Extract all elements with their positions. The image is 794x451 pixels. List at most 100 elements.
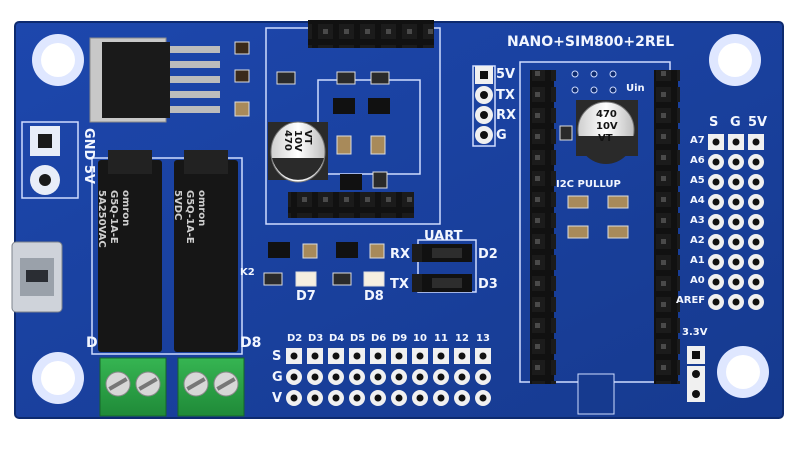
digital-pad-10-g bbox=[412, 369, 428, 385]
analog-pad-a1-s bbox=[708, 254, 724, 270]
analog-pad-a4-5v bbox=[748, 194, 764, 210]
analog-pad-a0-g bbox=[728, 274, 744, 290]
cap-small-voltage: 10V bbox=[596, 121, 618, 132]
relay-label-left: D bbox=[86, 335, 98, 351]
nano-header-right bbox=[654, 70, 680, 384]
digital-pin-10: 10 bbox=[413, 333, 427, 344]
power-label: GND 5V bbox=[81, 128, 96, 184]
analog-row-a3: A3 bbox=[690, 215, 705, 226]
analog-pad-a3-5v bbox=[748, 214, 764, 230]
serial-label-tx: TX bbox=[496, 88, 515, 103]
capacitor-large bbox=[268, 121, 328, 183]
digital-pad-d2-s bbox=[286, 348, 302, 364]
digital-pad-13-v bbox=[475, 390, 491, 406]
analog-pad-a6-s bbox=[708, 154, 724, 170]
digital-row-g: G bbox=[272, 370, 283, 385]
digital-pad-d9-s bbox=[391, 348, 407, 364]
analog-col-s: S bbox=[709, 115, 719, 130]
relay-left-model: G5Q-1A-E bbox=[108, 190, 119, 244]
analog-pad-aref-5v bbox=[748, 294, 764, 310]
digital-pad-d5-s bbox=[349, 348, 365, 364]
analog-pad-aref-g bbox=[728, 294, 744, 310]
nano-header-left bbox=[530, 70, 556, 384]
board-title: NANO+SIM800+2REL bbox=[507, 34, 675, 50]
analog-pad-a5-g bbox=[728, 174, 744, 190]
cap-large-value: 470 bbox=[282, 130, 293, 151]
digital-pin-11: 11 bbox=[434, 333, 448, 344]
analog-pad-a0-s bbox=[708, 274, 724, 290]
uart-title: UART bbox=[424, 229, 463, 244]
digital-row-s: S bbox=[272, 349, 282, 364]
sim-header-bottom bbox=[288, 192, 414, 218]
analog-pad-a2-g bbox=[728, 234, 744, 250]
digital-pad-d4-s bbox=[328, 348, 344, 364]
digital-pad-12-s bbox=[454, 348, 470, 364]
capacitor-small bbox=[576, 100, 638, 164]
relay-right-brand: omron bbox=[196, 190, 207, 227]
digital-pad-d3-v bbox=[307, 390, 323, 406]
analog-pad-a2-5v bbox=[748, 234, 764, 250]
digital-pad-13-g bbox=[475, 369, 491, 385]
analog-pin-grid bbox=[708, 134, 764, 310]
analog-pad-a1-g bbox=[728, 254, 744, 270]
analog-pad-a3-s bbox=[708, 214, 724, 230]
analog-pad-a6-g bbox=[728, 154, 744, 170]
serial-pins bbox=[475, 66, 493, 144]
digital-pad-11-g bbox=[433, 369, 449, 385]
analog-pad-a3-g bbox=[728, 214, 744, 230]
relay-left bbox=[98, 150, 162, 352]
analog-col-5v: 5V bbox=[748, 115, 768, 130]
digital-pad-12-g bbox=[454, 369, 470, 385]
relay-label-right: D8 bbox=[240, 335, 262, 351]
digital-row-v: V bbox=[272, 391, 283, 406]
analog-pad-a5-5v bbox=[748, 174, 764, 190]
digital-pin-13: 13 bbox=[476, 333, 490, 344]
digital-pad-d5-g bbox=[349, 369, 365, 385]
analog-pad-a6-5v bbox=[748, 154, 764, 170]
uin-label: Uin bbox=[626, 83, 645, 94]
digital-pin-d9: D9 bbox=[392, 333, 408, 344]
analog-pad-a4-g bbox=[728, 194, 744, 210]
uart-tx-label: TX bbox=[390, 277, 409, 292]
analog-pad-a4-s bbox=[708, 194, 724, 210]
analog-pad-a2-s bbox=[708, 234, 724, 250]
serial-label-5v: 5V bbox=[496, 67, 516, 82]
analog-pad-a7-g bbox=[728, 134, 744, 150]
digital-pad-10-s bbox=[412, 348, 428, 364]
terminal-block-left bbox=[99, 357, 167, 417]
smd-components bbox=[234, 41, 629, 287]
digital-pad-d5-v bbox=[349, 390, 365, 406]
relay-right-voltage: 5VDC bbox=[172, 190, 183, 221]
terminal-block-right bbox=[177, 357, 245, 417]
voltage-regulator bbox=[89, 37, 220, 123]
analog-row-a4: A4 bbox=[690, 195, 705, 206]
digital-pad-d2-g bbox=[286, 369, 302, 385]
analog-pad-a7-5v bbox=[748, 134, 764, 150]
analog-row-a5: A5 bbox=[690, 175, 705, 186]
uart-d2-label: D2 bbox=[478, 247, 498, 262]
analog-pad-a5-s bbox=[708, 174, 724, 190]
relay-left-brand: omron bbox=[120, 190, 131, 227]
analog-row-a1: A1 bbox=[690, 255, 705, 266]
digital-pad-d6-g bbox=[370, 369, 386, 385]
relay-right bbox=[174, 150, 238, 352]
micro-usb-connector bbox=[11, 241, 63, 313]
digital-pad-d6-s bbox=[370, 348, 386, 364]
cap-large-series: VT bbox=[302, 130, 313, 145]
analog-row-a0: A0 bbox=[690, 275, 705, 286]
relay-label-k2: K2 bbox=[240, 267, 255, 278]
relay-right-model: G5Q-1A-E bbox=[184, 190, 195, 244]
analog-pad-aref-s bbox=[708, 294, 724, 310]
analog-row-aref: AREF bbox=[676, 295, 706, 306]
analog-row-a2: A2 bbox=[690, 235, 705, 246]
cap-small-value: 470 bbox=[596, 109, 617, 120]
led-label-d7: D7 bbox=[296, 289, 316, 304]
analog-row-a6: A6 bbox=[690, 155, 705, 166]
digital-pin-grid bbox=[286, 348, 491, 406]
cap-large-voltage: 10V bbox=[292, 130, 303, 152]
digital-pad-11-v bbox=[433, 390, 449, 406]
digital-pad-d2-v bbox=[286, 390, 302, 406]
digital-pad-d3-g bbox=[307, 369, 323, 385]
